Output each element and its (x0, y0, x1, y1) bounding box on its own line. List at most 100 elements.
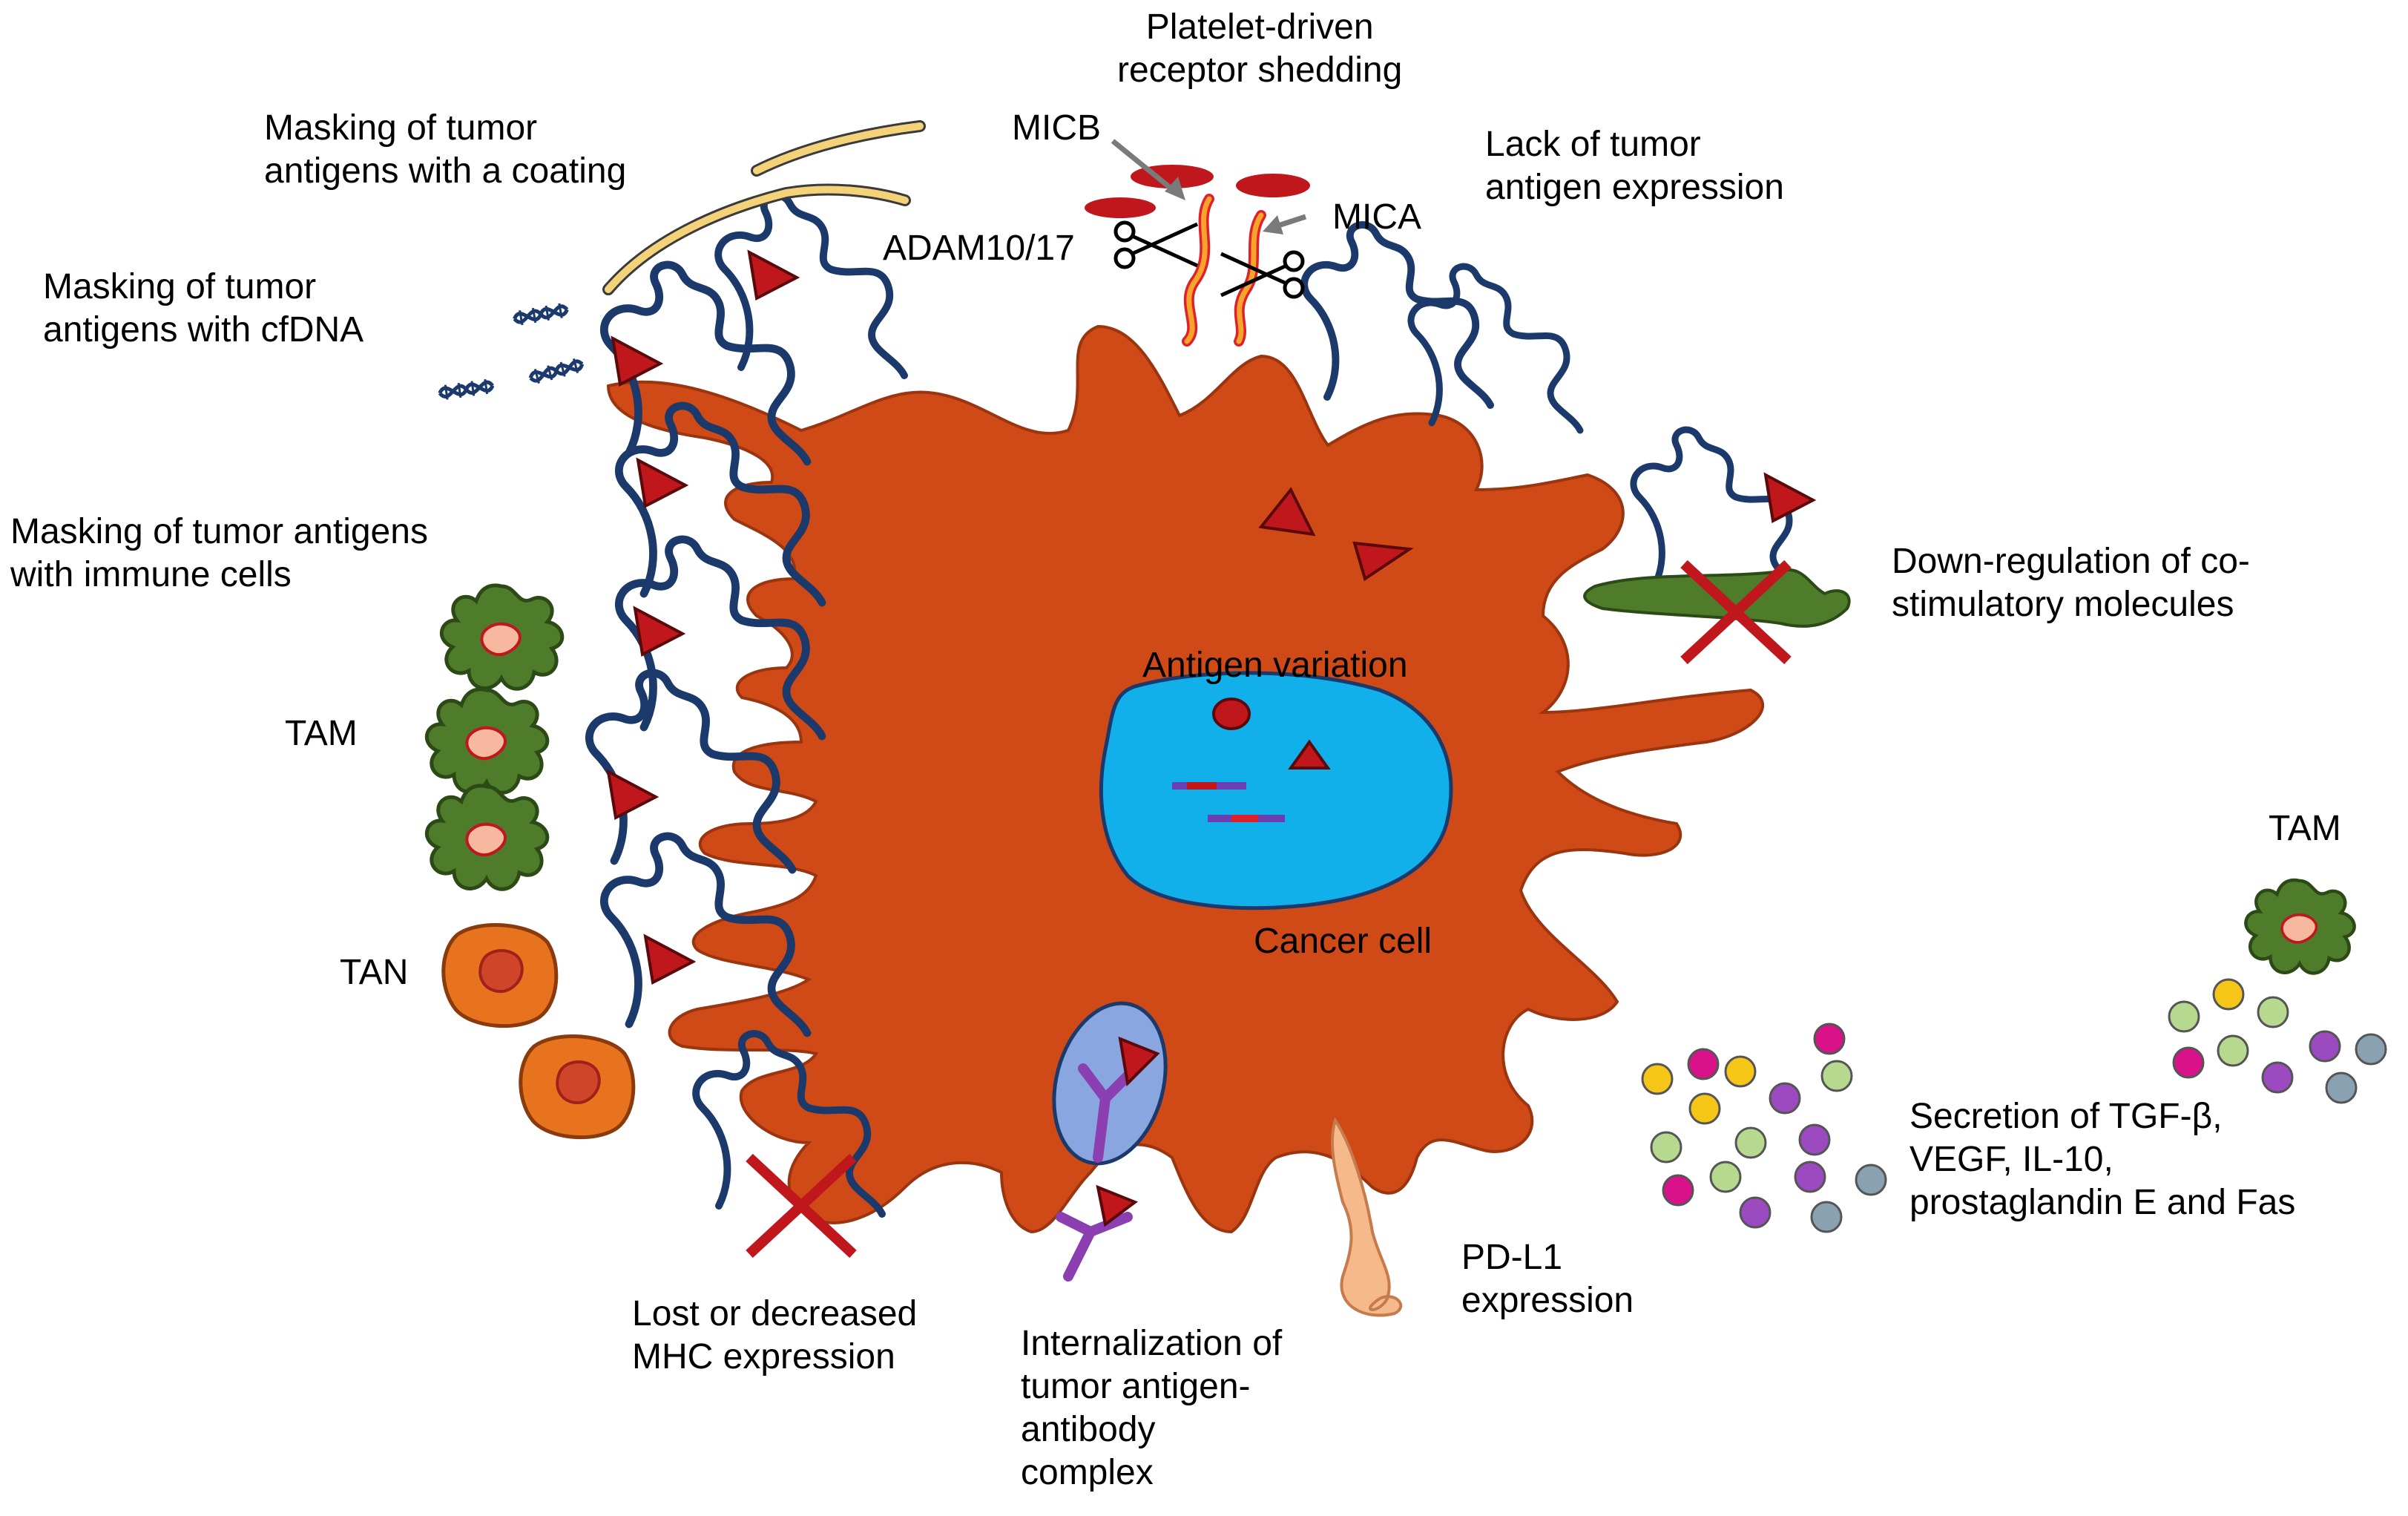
cytokine-dot-icon (2355, 1033, 2387, 1066)
antigen-triangle-icon (636, 459, 687, 508)
label-line: MHC expression (632, 1337, 895, 1376)
antigen-triangle-icon (1096, 1184, 1139, 1227)
label-line: expression (1461, 1281, 1634, 1320)
micb-ligand (1184, 196, 1212, 344)
antigen-triangle-icon (607, 770, 657, 819)
cytokine-dot-icon (2261, 1061, 2294, 1094)
arrow-icon (1263, 215, 1283, 234)
cytokine-dot-icon (1739, 1196, 1772, 1229)
label-line: VEGF, IL-10, (1909, 1140, 2113, 1179)
gene-bar-mark (1187, 782, 1217, 790)
antigen-triangle-icon (1352, 541, 1414, 582)
mica-ligand (1236, 212, 1264, 344)
label-line: prostaglandin E and Fas (1909, 1183, 2296, 1222)
coating-strand (753, 122, 924, 174)
arrow-icon (1274, 214, 1307, 229)
antigen-triangle-icon (644, 935, 694, 984)
label-line: Secretion of TGF-β, (1909, 1097, 2223, 1136)
label-masking-cfdna: Masking of tumor antigens with cfDNA (43, 266, 363, 352)
tam-cell (441, 585, 562, 689)
cytokine-dot-icon (2257, 996, 2289, 1028)
mhc-molecule (1304, 225, 1490, 405)
label-secretion: Secretion of TGF-β, VEGF, IL-10, prostag… (1909, 1095, 2295, 1224)
cytokine-dot-icon (1650, 1131, 1682, 1164)
cytokine-dot-icon (1662, 1174, 1694, 1207)
nucleus (1099, 671, 1453, 910)
label-line: stimulatory molecules (1892, 585, 2234, 624)
label-pdl1: PD-L1 expression (1461, 1236, 1634, 1322)
label-platelet-shedding: Platelet-driven receptor shedding (1117, 6, 1402, 92)
platelet (1236, 174, 1310, 197)
cytokine-dot-icon (2217, 1034, 2249, 1067)
cytokine-dot-icon (1687, 1048, 1720, 1080)
label-line: complex (1021, 1453, 1154, 1492)
tan-cell (521, 1037, 634, 1138)
arrow-icon (1111, 139, 1174, 191)
pdl1-molecule (1330, 1117, 1403, 1317)
label-line: Down-regulation of co- (1892, 542, 2250, 581)
cytokine-dot-icon (1734, 1126, 1767, 1159)
label-tan: TAN (340, 953, 409, 992)
cytokine-dot-icon (1813, 1023, 1846, 1055)
label-antigen-variation: Antigen variation (1142, 646, 1408, 685)
cytokine-dot-icon (2309, 1030, 2341, 1063)
arrow-icon (1165, 177, 1185, 200)
antigen-circle (1212, 698, 1251, 730)
label-mhc-loss: Lost or decreased MHC expression (632, 1293, 917, 1379)
antigen-triangle-icon (1288, 739, 1331, 770)
vesicle (1052, 1001, 1168, 1166)
cytokine-dot-icon (1798, 1123, 1831, 1156)
platelet (1085, 197, 1156, 218)
antigen-triangle-icon (1258, 487, 1316, 536)
label-line: Masking of tumor (264, 108, 538, 148)
label-line: Masking of tumor antigens (10, 512, 428, 551)
mhc-molecule (1411, 266, 1580, 430)
cross-icon (746, 1153, 857, 1259)
dna-icon (438, 378, 493, 401)
cytokine-dot-icon (2325, 1072, 2358, 1104)
tam-cell (2246, 880, 2354, 973)
dna-icon (513, 302, 568, 326)
antibody-icon (1078, 1063, 1133, 1163)
label-tam-right: TAM (2269, 809, 2341, 848)
cytokine-dot-icon (1709, 1161, 1742, 1193)
cytokine-dot-icon (2172, 1046, 2205, 1079)
label-masking-immune: Masking of tumor antigens with immune ce… (10, 511, 428, 597)
cytokine-dot-icon (1855, 1164, 1887, 1196)
tan-cell (444, 925, 556, 1026)
label-line: antigens with cfDNA (43, 310, 364, 350)
label-line: antigens with a coating (264, 151, 627, 191)
label-line: tumor antigen- (1021, 1367, 1251, 1406)
label-line: Lack of tumor (1485, 125, 1701, 164)
cytokine-dots (1641, 978, 2387, 1233)
label-downregulation: Down-regulation of co- stimulatory molec… (1892, 540, 2250, 626)
dna-icon (529, 357, 585, 385)
cytokine-dot-icon (1820, 1060, 1853, 1092)
cytokine-dot-icon (2168, 1000, 2200, 1033)
label-line: with immune cells (10, 555, 292, 594)
cytokine-dot-icon (1769, 1082, 1801, 1115)
label-adam: ADAM10/17 (883, 229, 1075, 268)
label-internalization: Internalization of tumor antigen- antibo… (1021, 1322, 1282, 1494)
tam-cell (427, 786, 547, 889)
label-masking-coating: Masking of tumor antigens with a coating (264, 107, 626, 193)
antigen-triangle-icon (1764, 473, 1815, 522)
antigen-triangle-icon (634, 607, 684, 656)
label-tam-left: TAM (285, 714, 358, 753)
antigen-triangle-icon (611, 337, 662, 386)
label-line: receptor shedding (1117, 50, 1403, 90)
label-line: Platelet-driven (1145, 7, 1374, 47)
cytokine-dot-icon (1724, 1055, 1757, 1088)
scissors-icon (1221, 252, 1303, 297)
scissors-icon (1116, 223, 1197, 267)
label-cancer-cell: Cancer cell (1254, 922, 1432, 961)
cytokine-dot-icon (1688, 1092, 1721, 1125)
label-line: Internalization of (1021, 1324, 1283, 1363)
label-lack-of-antigen: Lack of tumor antigen expression (1485, 123, 1784, 209)
gene-bar-mark (1231, 815, 1258, 822)
label-micb: MICB (1012, 108, 1101, 148)
cytokine-dot-icon (1794, 1161, 1826, 1193)
cytokine-dot-icon (1641, 1063, 1674, 1095)
cytokine-dot-icon (1810, 1201, 1843, 1233)
